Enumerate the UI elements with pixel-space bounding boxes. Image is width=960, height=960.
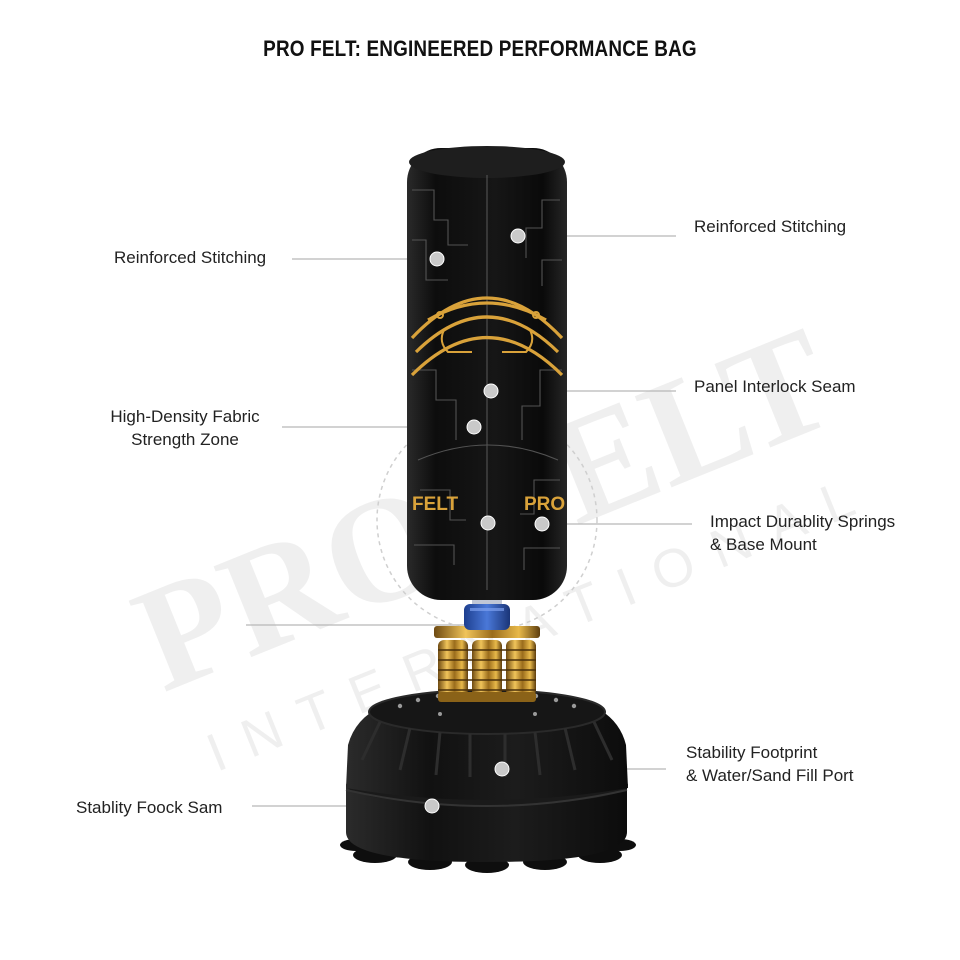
callout-reinforced-stitching-left: Reinforced Stitching — [114, 248, 267, 267]
callout-reinforced-stitching-right: Reinforced Stitching — [694, 217, 847, 236]
callout-high-density-line-1: High-Density Fabric — [110, 407, 260, 426]
dot-high-density — [466, 419, 482, 435]
impact-zone-circle — [376, 409, 598, 631]
callout-stability-footprint: Stability Footprint & Water/Sand Fill Po… — [686, 741, 854, 787]
callout-stablity-foock-sam: Stablity Foock Sam — [76, 798, 223, 817]
callout-stability-footprint-line-2: & Water/Sand Fill Port — [686, 766, 854, 785]
dot-stability-foock — [424, 798, 440, 814]
bag-print-left: FELT — [412, 494, 458, 515]
dot-reinforced-left — [429, 251, 445, 267]
callout-high-density-fabric: High-Density Fabric Strength Zone — [104, 405, 266, 451]
callout-dots — [424, 228, 550, 814]
dot-impact-2 — [534, 516, 550, 532]
callout-impact-springs: Impact Durablity Springs & Base Mount — [710, 510, 895, 556]
dot-panel — [483, 383, 499, 399]
punching-bag: FELT PRO — [407, 146, 567, 600]
callout-impact-line-1: Impact Durablity Springs — [710, 512, 896, 531]
page-title: PRO FELT: ENGINEERED PERFORMANCE BAG — [263, 36, 697, 61]
callout-stability-footprint-line-1: Stability Footprint — [686, 743, 818, 762]
blue-collar — [464, 596, 510, 630]
bag-print-right: PRO — [524, 494, 565, 515]
dot-reinforced-right — [510, 228, 526, 244]
spring-assembly — [434, 626, 540, 702]
callout-panel-interlock-seam: Panel Interlock Seam — [694, 377, 856, 396]
callout-impact-line-2: & Base Mount — [710, 535, 817, 554]
dot-impact-1 — [480, 515, 496, 531]
base-stand — [340, 689, 636, 873]
dot-stability-footprint — [494, 761, 510, 777]
callout-high-density-line-2: Strength Zone — [131, 430, 239, 449]
